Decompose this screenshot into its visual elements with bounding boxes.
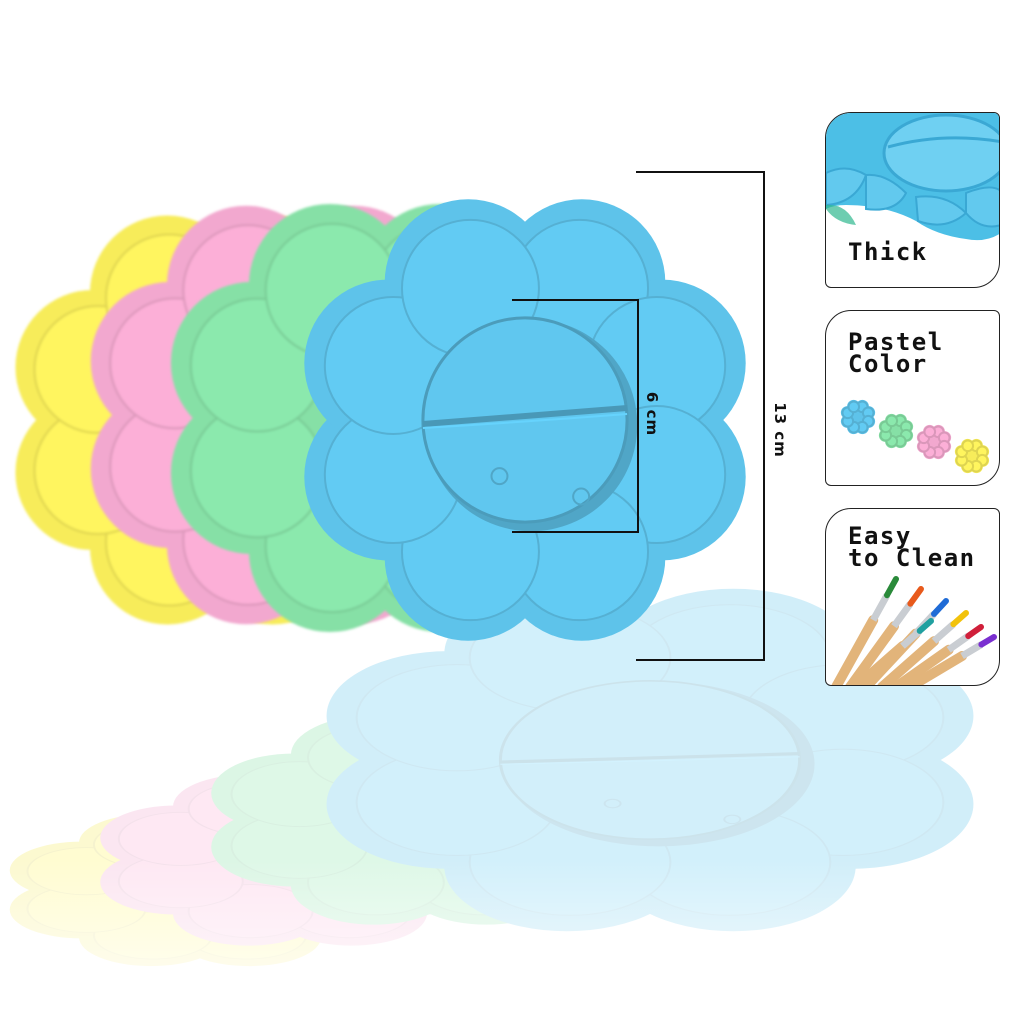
dimension-lines — [512, 171, 765, 661]
feature-label-clean: Easy to Clean — [848, 522, 976, 572]
swatch-blue — [954, 438, 990, 474]
paintbrush — [891, 624, 984, 685]
outer-dimension-bracket — [636, 171, 765, 661]
feature-label-thick: Thick — [848, 238, 928, 266]
swatch-pink — [878, 413, 914, 449]
swatch-yellow — [840, 399, 876, 435]
paintbrush — [877, 610, 969, 685]
paintbrushes-icon — [831, 576, 997, 685]
feature-card-clean: Easy to Clean — [825, 508, 1000, 686]
feature-card-pastel: Pastel Color — [825, 310, 1000, 486]
paintbrush — [905, 634, 997, 685]
blue-tray — [304, 199, 746, 641]
paintbrush — [831, 576, 899, 685]
paintbrush — [845, 586, 924, 685]
color-swatches-icon — [840, 399, 990, 474]
feature-label-pastel: Pastel Color — [848, 328, 944, 378]
inner-dimension-label: 6 cm — [643, 391, 662, 437]
inner-dimension-bracket — [512, 299, 639, 533]
tray-closeup-icon — [826, 113, 999, 241]
paintbrush — [851, 618, 934, 685]
swatch-green — [916, 424, 952, 460]
feature-card-thick: Thick — [825, 112, 1000, 288]
outer-dimension-label: 13 cm — [770, 402, 789, 458]
